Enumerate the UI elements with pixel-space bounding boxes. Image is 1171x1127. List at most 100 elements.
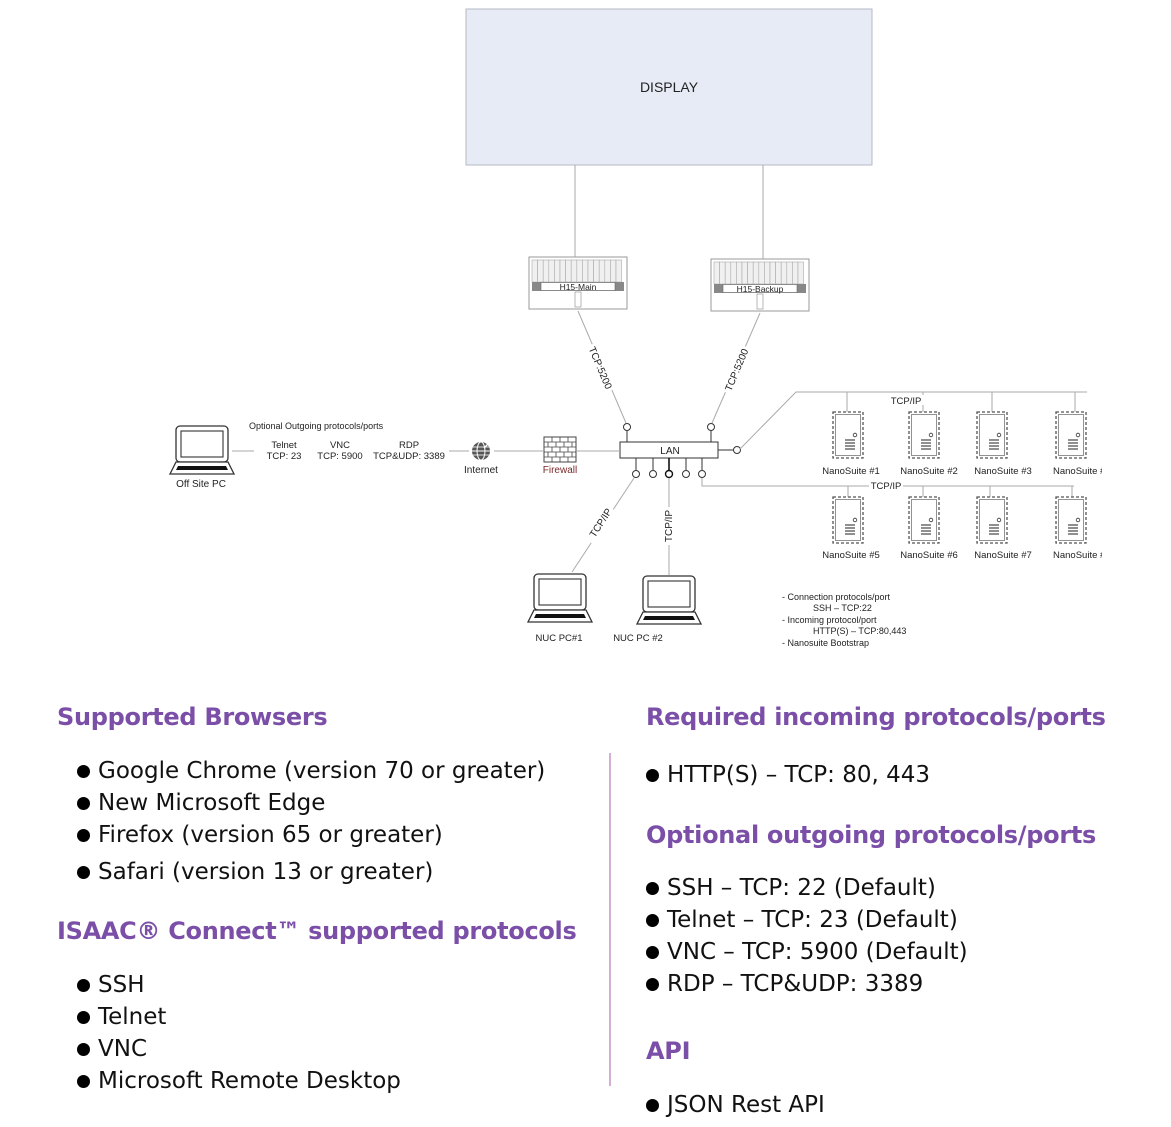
nanosuite-4-server-icon [1055,411,1087,459]
note-line: - Incoming protocol/port [782,615,877,625]
list-item: Firefox (version 65 or greater) [77,819,545,851]
display-box [465,8,873,166]
bullet-icon [77,1010,90,1024]
list-item: HTTP(S) – TCP: 80, 443 [646,759,930,791]
browser-item-label: New Microsoft Edge [98,790,326,816]
bullet-icon [646,913,659,927]
nanosuite-6-label: NanoSuite #6 [900,550,958,561]
bullet-icon [77,764,90,778]
firewall-label: Firewall [543,465,577,476]
list-item: VNC – TCP: 5900 (Default) [646,936,968,968]
outgoing-telnet-port: TCP: 23 [267,451,302,462]
protocol-item-label: VNC [98,1036,147,1062]
bullet-icon [77,1042,90,1056]
h15-backup-label: H15-Backup [737,284,784,294]
protocol-item-label: Telnet [98,1004,167,1030]
isaac-protocols-heading: ISAAC® Connect™ supported protocols [57,917,577,945]
nanosuite-4-label: NanoSuite #4 [1053,466,1111,477]
tcpip-row1-label: TCP/IP [891,396,922,407]
browser-item-label: Firefox (version 65 or greater) [98,822,443,848]
nanosuite-1-server-icon [832,411,864,459]
list-item: Telnet – TCP: 23 (Default) [646,904,968,936]
supported-browsers-heading: Supported Browsers [57,703,328,731]
nuc-pc2-label: NUC PC #2 [613,633,663,644]
nuc-pc1-label: NUC PC#1 [536,633,583,644]
internet-globe-icon [472,441,491,461]
display-label: DISPLAY [640,79,699,95]
browser-item-label: Google Chrome (version 70 or greater) [98,758,546,784]
bullet-icon [646,945,659,959]
outgoing-rdp-port: TCP&UDP: 3389 [373,451,445,462]
api-list: JSON Rest API [646,1089,825,1121]
bullet-icon [646,768,659,782]
outgoing-item-label: VNC – TCP: 5900 (Default) [667,939,968,965]
h15-main-label: H15-Main [560,282,597,292]
h15-backup-chassis: H15-Backup [710,258,810,312]
network-diagram: DISPLAY H15-Main H15-Backup TCP:5200 TCP… [169,8,1111,648]
list-item: Google Chrome (version 70 or greater) [77,755,545,787]
outgoing-item-label: RDP – TCP&UDP: 3389 [667,971,924,997]
nanosuite-7-label: NanoSuite #7 [974,550,1032,561]
list-item: SSH – TCP: 22 (Default) [646,872,968,904]
required-incoming-heading: Required incoming protocols/ports [646,703,1106,731]
optional-outgoing-heading: Optional outgoing protocols/ports [646,821,1097,849]
bullet-icon [77,978,90,992]
nanosuite-2-label: NanoSuite #2 [900,466,958,477]
nanosuite-7-server-icon [976,496,1008,544]
offsite-pc-label: Off Site PC [176,479,226,490]
protocol-item-label: Microsoft Remote Desktop [98,1068,401,1094]
firewall-icon [543,436,577,463]
optional-outgoing-title: Optional Outgoing protocols/ports [249,421,384,431]
nuc-pc1-laptop-icon [527,573,593,623]
nanosuite-5-label: NanoSuite #5 [822,550,880,561]
nuc-pc2-laptop-icon [636,575,702,625]
tcpip-nuc2-label: TCP/IP [664,510,675,543]
nanosuite-8-server-icon [1055,496,1087,544]
list-item: Microsoft Remote Desktop [77,1065,401,1097]
nanosuite-2-server-icon [908,411,940,459]
nanosuite-8-label: NanoSuite #8 [1053,550,1111,561]
note-line: HTTP(S) – TCP:80,443 [813,626,906,636]
nanosuite-5-server-icon [832,496,864,544]
list-item: SSH [77,969,401,1001]
offsite-pc-laptop-icon [169,425,235,475]
internet-label: Internet [464,465,498,476]
browsers-list: Google Chrome (version 70 or greater) Ne… [77,755,545,888]
bullet-icon [646,977,659,991]
list-item: VNC [77,1033,401,1065]
lan-label: LAN [660,446,679,457]
list-item: Safari (version 13 or greater) [77,856,545,888]
list-item: RDP – TCP&UDP: 3389 [646,968,968,1000]
nanosuite-3-server-icon [976,411,1008,459]
protocol-item-label: SSH [98,972,145,998]
bullet-icon [77,796,90,810]
outgoing-telnet-name: Telnet [271,440,297,451]
bullet-icon [77,828,90,842]
tcpip-row2-label: TCP/IP [871,481,902,492]
column-divider [609,753,611,1086]
outgoing-vnc-port: TCP: 5900 [317,451,362,462]
api-item-label: JSON Rest API [667,1092,825,1118]
list-item: Telnet [77,1001,401,1033]
bullet-icon [77,1074,90,1088]
bullet-icon [77,865,90,879]
diagram-notes: - Connection protocols/port SSH – TCP:22… [782,592,906,648]
bullet-icon [646,1098,659,1112]
h15-main-chassis: H15-Main [528,256,628,310]
list-item: JSON Rest API [646,1089,825,1121]
nanosuite-1-label: NanoSuite #1 [822,466,880,477]
api-heading: API [646,1037,691,1065]
nanosuite-3-label: NanoSuite #3 [974,466,1032,477]
isaac-protocols-list: SSH Telnet VNC Microsoft Remote Desktop [77,969,401,1097]
incoming-list: HTTP(S) – TCP: 80, 443 [646,759,930,791]
bullet-icon [646,881,659,895]
note-line: - Nanosuite Bootstrap [782,638,869,648]
incoming-item-label: HTTP(S) – TCP: 80, 443 [667,762,931,788]
list-item: New Microsoft Edge [77,787,545,819]
outgoing-item-label: Telnet – TCP: 23 (Default) [667,907,958,933]
outgoing-rdp-name: RDP [399,440,419,451]
outgoing-item-label: SSH – TCP: 22 (Default) [667,875,936,901]
outgoing-list: SSH – TCP: 22 (Default) Telnet – TCP: 23… [646,872,968,1000]
outgoing-vnc-name: VNC [330,440,350,451]
nanosuite-6-server-icon [908,496,940,544]
